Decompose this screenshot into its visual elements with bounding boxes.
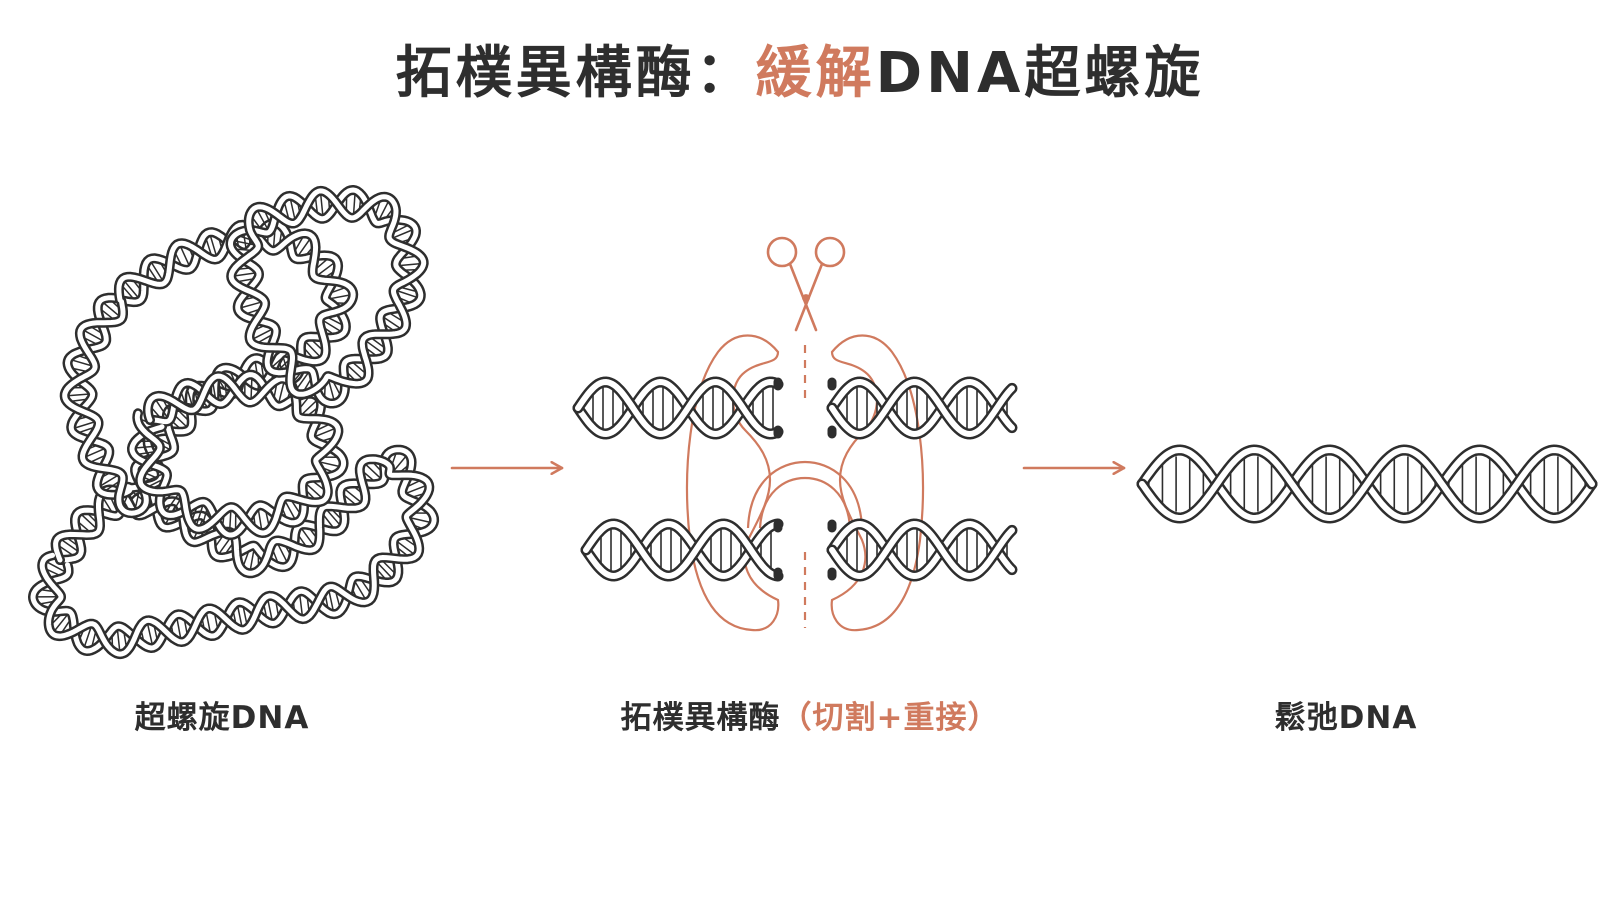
title-highlight: 緩解: [755, 41, 876, 106]
dna-helix-icon: [1136, 444, 1598, 524]
title-main: 拓樸異構酶：: [395, 41, 756, 106]
title-tail: DNA超螺旋: [875, 41, 1205, 106]
supercoiled-dna: [28, 185, 440, 660]
caption-topoisomerase: 拓樸異構酶（切割+重接）: [621, 692, 1000, 737]
caption-enzyme-note: （切割+重接）: [780, 700, 1000, 736]
dna-helix-icon: [826, 376, 1018, 440]
dna-helix-icon: [572, 376, 784, 440]
relaxed-dna: [1136, 444, 1598, 524]
dna-helix-icon: [225, 185, 429, 409]
dna-helix-icon: [580, 518, 784, 582]
cut-dna-segments: [572, 376, 1018, 582]
cut-ends: [773, 377, 837, 581]
page-title: 拓樸異構酶：緩解DNA超螺旋: [0, 28, 1600, 109]
dna-helix-icon: [826, 518, 1018, 582]
scissors-icon: [766, 236, 846, 332]
caption-supercoiled: 超螺旋DNA: [134, 700, 310, 736]
dna-helix-icon: [127, 369, 349, 540]
caption-enzyme-name: 拓樸異構酶: [620, 700, 781, 736]
caption-relaxed: 鬆弛DNA: [1274, 700, 1418, 736]
